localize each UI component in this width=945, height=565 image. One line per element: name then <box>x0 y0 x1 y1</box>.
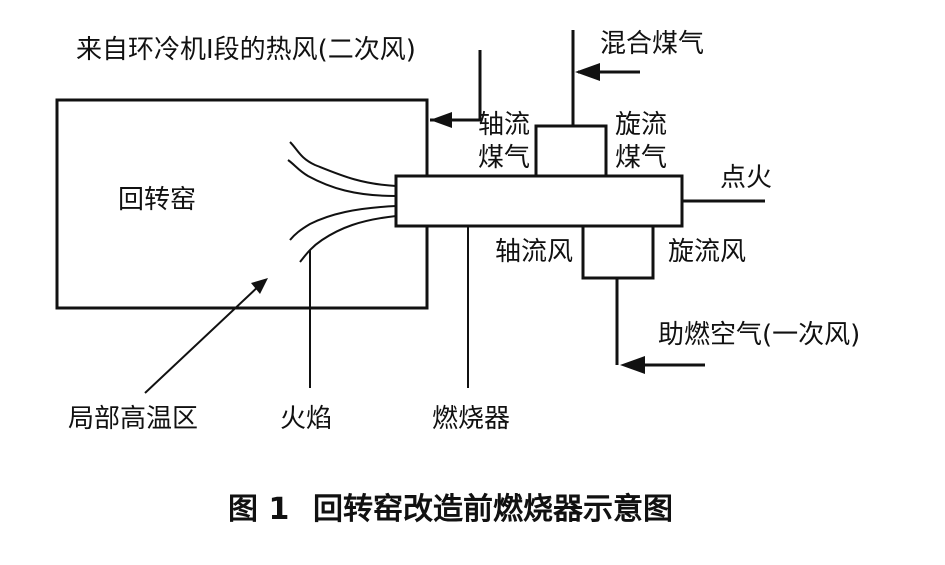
ignition-label: 点火 <box>720 163 772 193</box>
flame-curve-1 <box>289 141 397 187</box>
mixed-gas-arrow-icon <box>575 63 600 81</box>
hot-zone-label: 局部高温区 <box>68 404 198 434</box>
hot-zone-pointer-line <box>144 282 263 394</box>
axial-gas-label-line1: 轴流 <box>478 110 530 140</box>
hot-air-label: 来自环冷机Ⅰ段的热风(二次风) <box>76 35 416 65</box>
flame-curve-4 <box>299 215 397 263</box>
figure-number: 图 1 <box>228 492 289 527</box>
hot-air-arrow-icon <box>430 112 452 128</box>
swirl-gas-label-line2: 煤气 <box>615 143 667 173</box>
swirl-air-label: 旋流风 <box>668 237 746 267</box>
mixed-gas-label: 混合煤气 <box>600 29 704 59</box>
hot-air-line <box>430 50 482 122</box>
air-distribution-box <box>581 224 655 280</box>
hot-zone-arrow-icon <box>251 278 268 294</box>
kiln-label: 回转窑 <box>118 185 196 215</box>
figure-caption: 回转窑改造前燃烧器示意图 <box>313 492 673 527</box>
swirl-gas-label-line1: 旋流 <box>615 110 667 140</box>
burner-body <box>394 174 684 228</box>
kiln-outline <box>55 98 429 310</box>
axial-air-label: 轴流风 <box>495 237 573 267</box>
gas-distribution-box <box>534 124 608 178</box>
axial-gas-label-line2: 煤气 <box>478 143 530 173</box>
flame-label: 火焰 <box>280 404 332 434</box>
flame-curve-2 <box>287 159 397 197</box>
combustion-air-label: 助燃空气(一次风) <box>658 320 860 350</box>
flame-curve-3 <box>289 205 397 241</box>
burner-label: 燃烧器 <box>432 404 510 434</box>
combustion-air-arrow-icon <box>620 356 645 374</box>
